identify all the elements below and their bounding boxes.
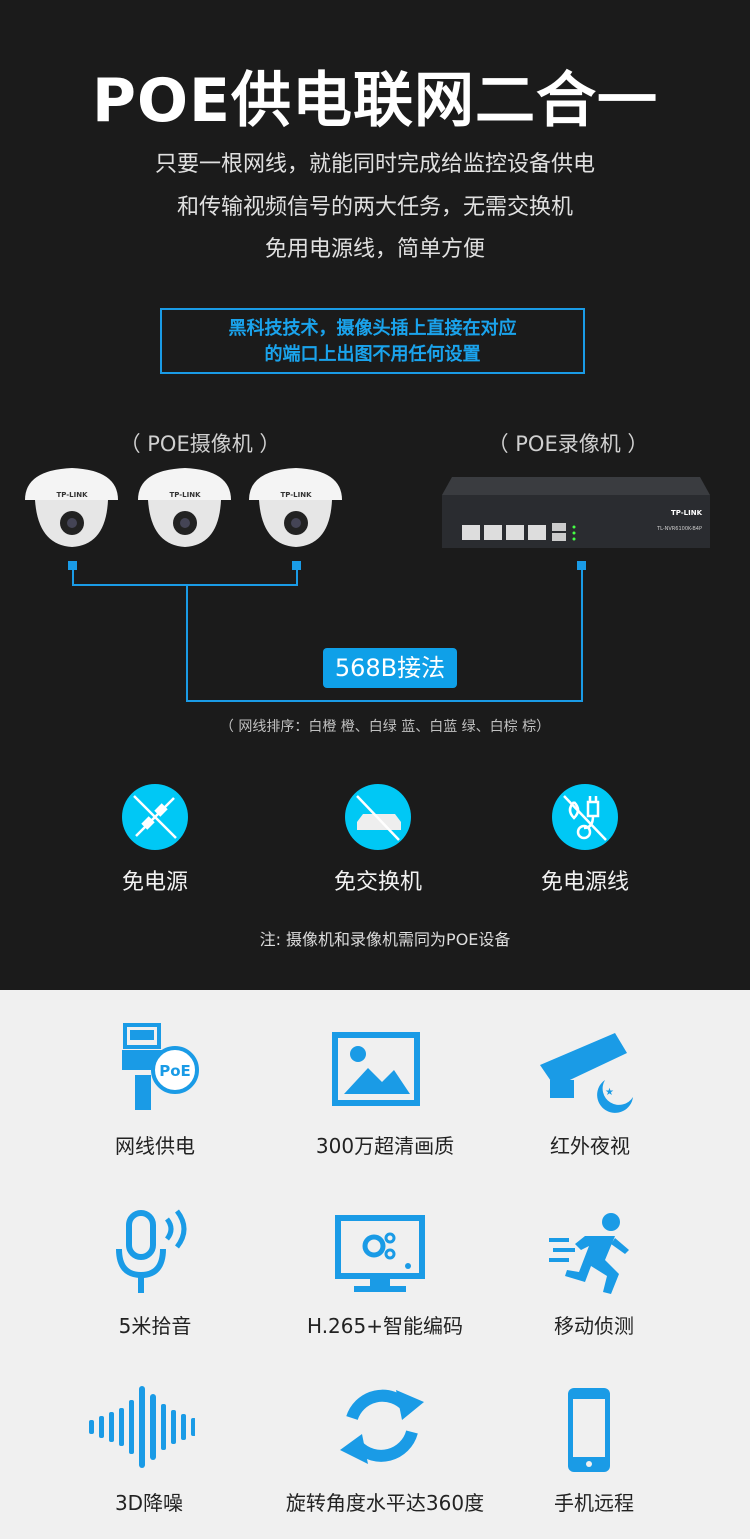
feature-label: 3D降噪: [114, 1491, 184, 1515]
ethernet-ports: [462, 525, 546, 540]
cable-line: [581, 566, 583, 702]
dome-camera-icon: TP-LINK: [249, 468, 342, 547]
image-icon: [332, 1032, 420, 1106]
camera-label: （ POE摄像机 ）: [119, 432, 281, 456]
monitor-codec-icon: [335, 1215, 425, 1292]
no-power-adapter-icon: [122, 784, 188, 850]
dome-camera-icon: TP-LINK: [25, 468, 118, 547]
poe-cable-icon: PoE: [122, 1023, 199, 1110]
benefit-label: 免电源线: [540, 870, 629, 895]
feature-label: 移动侦测: [554, 1314, 634, 1338]
benefit-label: 免电源: [121, 870, 188, 895]
mobile-phone-icon: [568, 1388, 610, 1472]
camera-brand: TP-LINK: [169, 491, 201, 499]
rotate-icon: [340, 1389, 424, 1464]
dome-cameras: TP-LINK TP-LINK TP-LINK: [25, 468, 342, 547]
cable-line: [186, 700, 583, 702]
nvr-label: （ POE录像机 ）: [487, 432, 649, 456]
nvr-device: TP-LINK TL-NVR6100K-B4P: [442, 477, 710, 548]
highlight-line: 黑科技技术，摄像头插上直接在对应: [228, 318, 517, 339]
feature-label: 5米拾音: [118, 1314, 192, 1338]
subtitle-line: 免用电源线，简单方便: [264, 237, 485, 262]
dome-camera-icon: TP-LINK: [138, 468, 231, 547]
wire-order-text: （ 网线排序：白橙 橙、白绿 蓝、白蓝 绿、白棕 棕）: [219, 719, 551, 735]
feature-label: H.265+智能编码: [307, 1314, 463, 1338]
note-text: 注: 摄像机和录像机需同为POE设备: [259, 930, 511, 949]
no-power-cord-icon: [552, 784, 618, 850]
night-vision-camera-icon: ★: [540, 1033, 633, 1113]
camera-brand: TP-LINK: [56, 491, 88, 499]
running-person-icon: [549, 1213, 629, 1294]
subtitle-line: 和传输视频信号的两大任务，无需交换机: [176, 195, 573, 220]
feature-label: 网线供电: [115, 1134, 195, 1158]
cable-line: [72, 566, 74, 586]
feature-label: 红外夜视: [550, 1134, 630, 1158]
highlight-line: 的端口上出图不用任何设置: [264, 344, 481, 365]
camera-brand: TP-LINK: [280, 491, 312, 499]
microphone-icon: [116, 1209, 187, 1293]
port-marker: [577, 561, 586, 570]
nvr-brand: TP-LINK: [671, 509, 703, 517]
nvr-model: TL-NVR6100K-B4P: [656, 526, 702, 532]
page-title: POE供电联网二合一: [92, 66, 658, 136]
port-marker: [292, 561, 301, 570]
highlight-box: 黑科技技术，摄像头插上直接在对应 的端口上出图不用任何设置: [160, 308, 585, 374]
no-switch-icon: [345, 784, 411, 850]
benefit-label: 免交换机: [333, 870, 422, 895]
port-marker: [68, 561, 77, 570]
sound-wave-icon: [89, 1386, 195, 1468]
cable-line: [186, 584, 188, 702]
cable-line: [72, 584, 298, 586]
cable-line: [296, 566, 298, 586]
subtitle-line: 只要一根网线，就能同时完成给监控设备供电: [154, 152, 595, 177]
feature-label: 手机远程: [554, 1491, 634, 1515]
wiring-standard-badge: 568B接法: [323, 648, 457, 688]
feature-label: 300万超清画质: [315, 1134, 455, 1158]
svg-text:PoE: PoE: [159, 1062, 191, 1080]
svg-text:★: ★: [605, 1087, 614, 1098]
feature-label: 旋转角度水平达360度: [285, 1491, 485, 1515]
